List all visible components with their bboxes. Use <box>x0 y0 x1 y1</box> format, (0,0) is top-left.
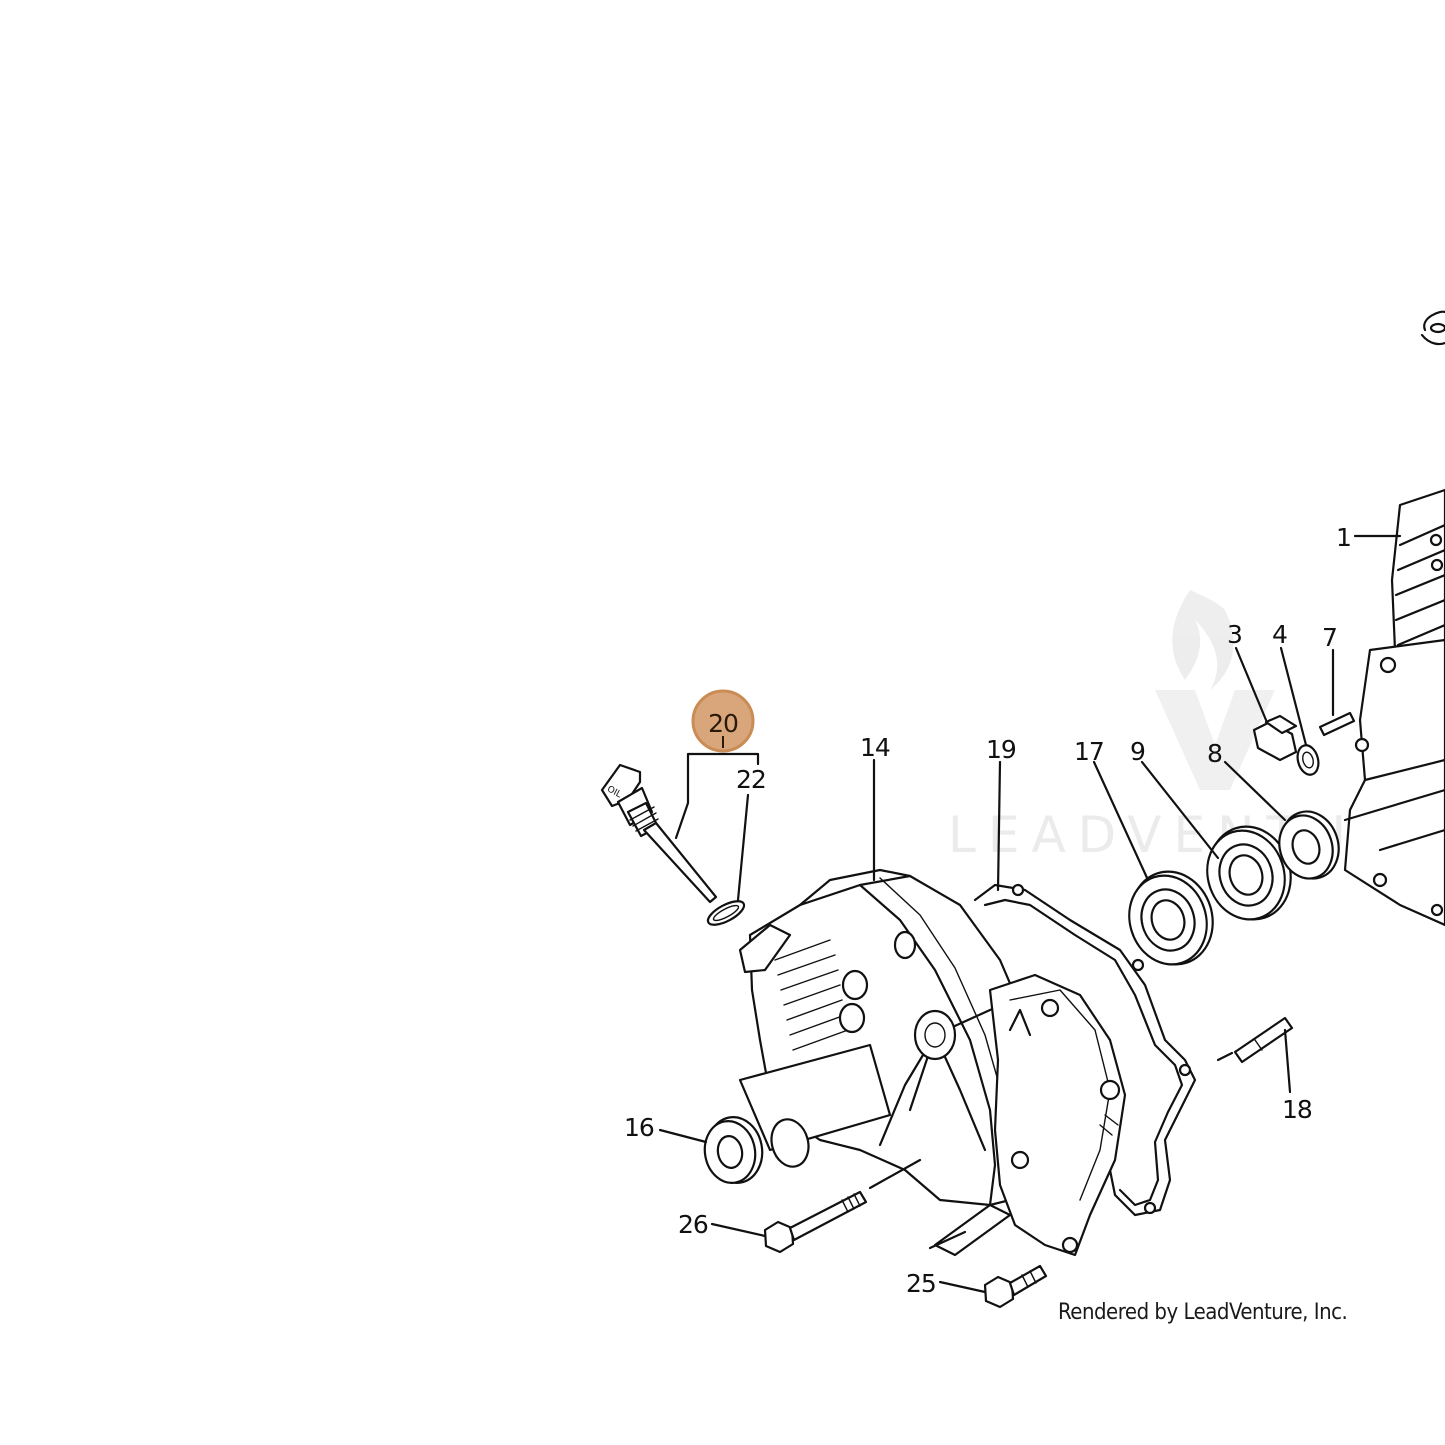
part-7-pin <box>1318 711 1356 737</box>
part-4-washer <box>1296 744 1320 776</box>
callout-14[interactable]: 14 <box>860 733 891 762</box>
callout-18[interactable]: 18 <box>1282 1095 1313 1124</box>
callout-1[interactable]: 1 <box>1336 523 1352 552</box>
callout-25[interactable]: 25 <box>906 1269 937 1298</box>
callout-labels: 1 3 4 7 8 9 14 16 17 18 19 22 25 26 <box>624 523 1352 1298</box>
part-25-bolt <box>983 1264 1048 1309</box>
callout-17[interactable]: 17 <box>1074 737 1105 766</box>
callout-4[interactable]: 4 <box>1272 620 1288 649</box>
callout-7[interactable]: 7 <box>1322 623 1338 652</box>
part-3-plug <box>1252 714 1298 762</box>
part-14-crankcase-cover <box>738 868 1047 1257</box>
part-20-dipstick: OIL <box>600 763 718 904</box>
part-18-dowel-pin <box>1216 1016 1294 1064</box>
part-19-gasket <box>973 883 1197 1217</box>
part-17-bearing <box>1128 870 1214 966</box>
part-26-bolt <box>763 1158 922 1254</box>
callout-20-label: 20 <box>708 709 738 738</box>
render-credit: Rendered by LeadVenture, Inc. <box>1058 1300 1348 1325</box>
crankcase-half-body <box>988 973 1127 1257</box>
part-8-seal <box>1278 810 1340 880</box>
callout-3[interactable]: 3 <box>1227 620 1243 649</box>
part-16-oil-seal <box>703 1116 764 1184</box>
callout-19[interactable]: 19 <box>986 735 1017 764</box>
callout-bracket-20 <box>686 752 760 805</box>
part-1-crankcase <box>1343 310 1445 927</box>
callout-22[interactable]: 22 <box>736 765 767 794</box>
callout-9[interactable]: 9 <box>1130 737 1146 766</box>
callout-8[interactable]: 8 <box>1207 739 1223 768</box>
callout-20-highlight[interactable]: 20 <box>691 689 755 753</box>
leader-lines <box>658 534 1402 1294</box>
callout-26[interactable]: 26 <box>678 1210 709 1239</box>
part-22-o-ring <box>706 900 746 926</box>
callout-16[interactable]: 16 <box>624 1113 655 1142</box>
